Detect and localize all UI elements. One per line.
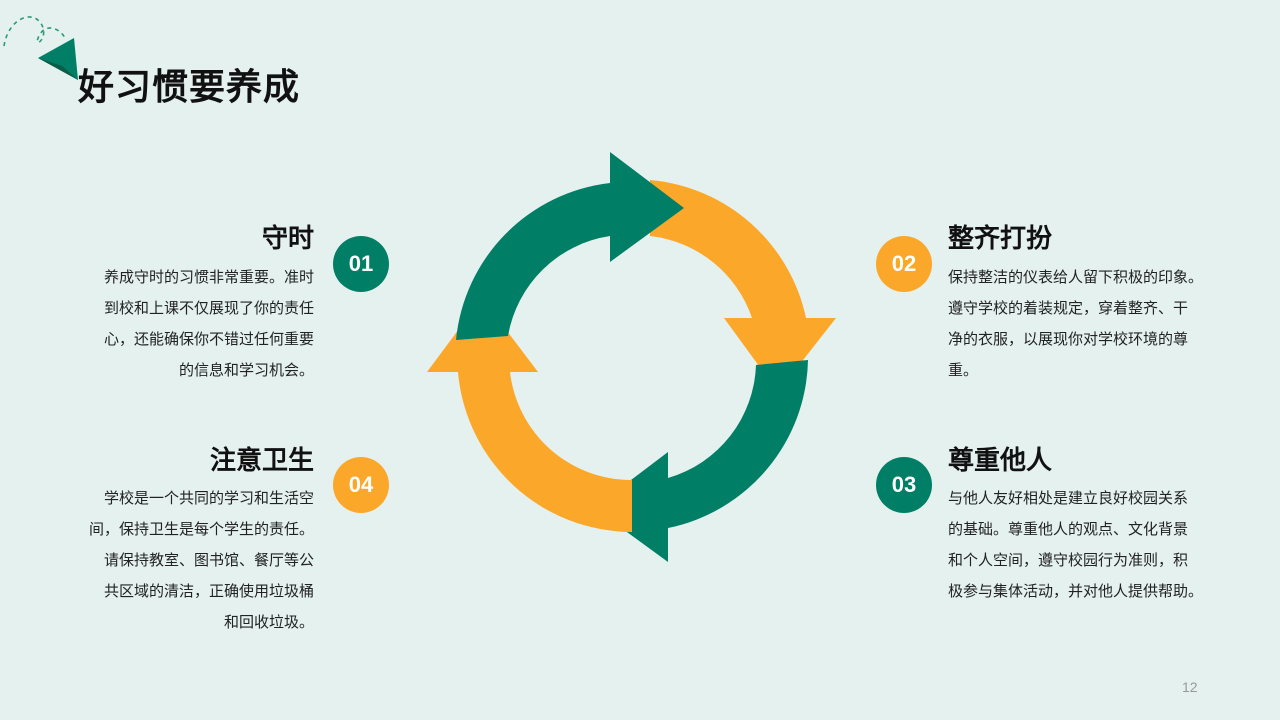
item-02-text: 保持整洁的仪表给人留下积极的印象。 遵守学校的着装规定，穿着整齐、干 净的衣服，… (948, 268, 1204, 379)
page-title: 好习惯要养成 (78, 67, 301, 108)
item-01-heading: 守时 (261, 224, 314, 254)
arc-orange-top-right (650, 180, 836, 392)
item-02-badge: 02 (876, 236, 932, 292)
arc-green-bottom-right (594, 360, 808, 562)
arc-orange-bottom-left (427, 298, 632, 532)
item-01-badge: 01 (333, 236, 389, 292)
item-03-badge: 03 (876, 457, 932, 513)
item-04-heading: 注意卫生 (209, 446, 314, 476)
item-04-text: 学校是一个共同的学习和生活空 间，保持卫生是每个学生的责任。 请保持教室、图书馆… (88, 489, 314, 631)
item-03-text: 与他人友好相处是建立良好校园关系 的基础。尊重他人的观点、文化背景 和个人空间，… (948, 489, 1204, 600)
item-04-badge: 04 (333, 457, 389, 513)
item-03-heading: 尊重他人 (948, 446, 1053, 476)
item-02-heading: 整齐打扮 (948, 224, 1053, 254)
page-number: 12 (1182, 679, 1198, 695)
arc-green-top-left (456, 152, 684, 340)
paper-plane-icon (3, 16, 78, 80)
item-01-text: 养成守时的习惯非常重要。准时 到校和上课不仅展现了你的责任 心，还能确保你不错过… (103, 268, 314, 379)
